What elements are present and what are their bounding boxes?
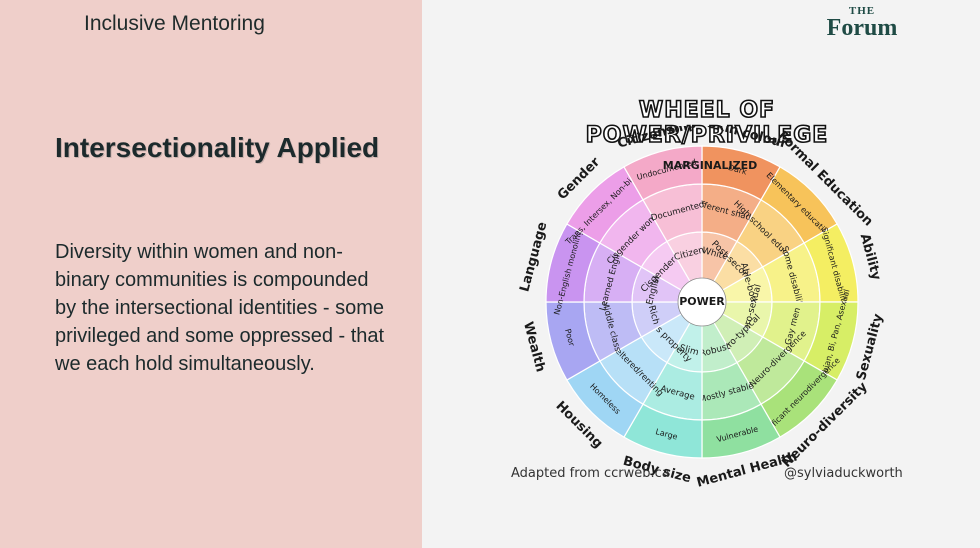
wheel-center-label: POWER (679, 295, 725, 308)
wheel-category-label: Wealth (520, 320, 548, 374)
wheel-segment-outer (623, 145, 703, 201)
wheel-category-label: Sexuality (854, 312, 886, 382)
slide-body: Diversity within women and non-binary co… (55, 241, 385, 375)
wheel-center (677, 277, 727, 327)
forum-logo: THE Forum (824, 5, 900, 41)
credit-author: @sylviaduckworth (784, 466, 903, 481)
logo-the-text: THE (848, 5, 876, 17)
wheel-category-label: Language (517, 220, 550, 293)
credit-source: Adapted from ccrweb.ca (511, 466, 670, 481)
slide-title: Intersectionality Applied (55, 132, 380, 163)
slide-left-panel (0, 0, 422, 548)
wheel-category-label: Ability (857, 232, 884, 282)
wheel-marginalized-label: MARGINALIZED (663, 159, 758, 172)
wheel-inner-label: Rich (646, 304, 661, 325)
slide-header: Inclusive Mentoring (84, 12, 265, 35)
wheel-title: WHEEL OF POWER/PRIVILEGE (585, 97, 829, 149)
logo-name-text: Forum (826, 15, 898, 41)
wheel-inner-label: Slim (678, 343, 699, 358)
